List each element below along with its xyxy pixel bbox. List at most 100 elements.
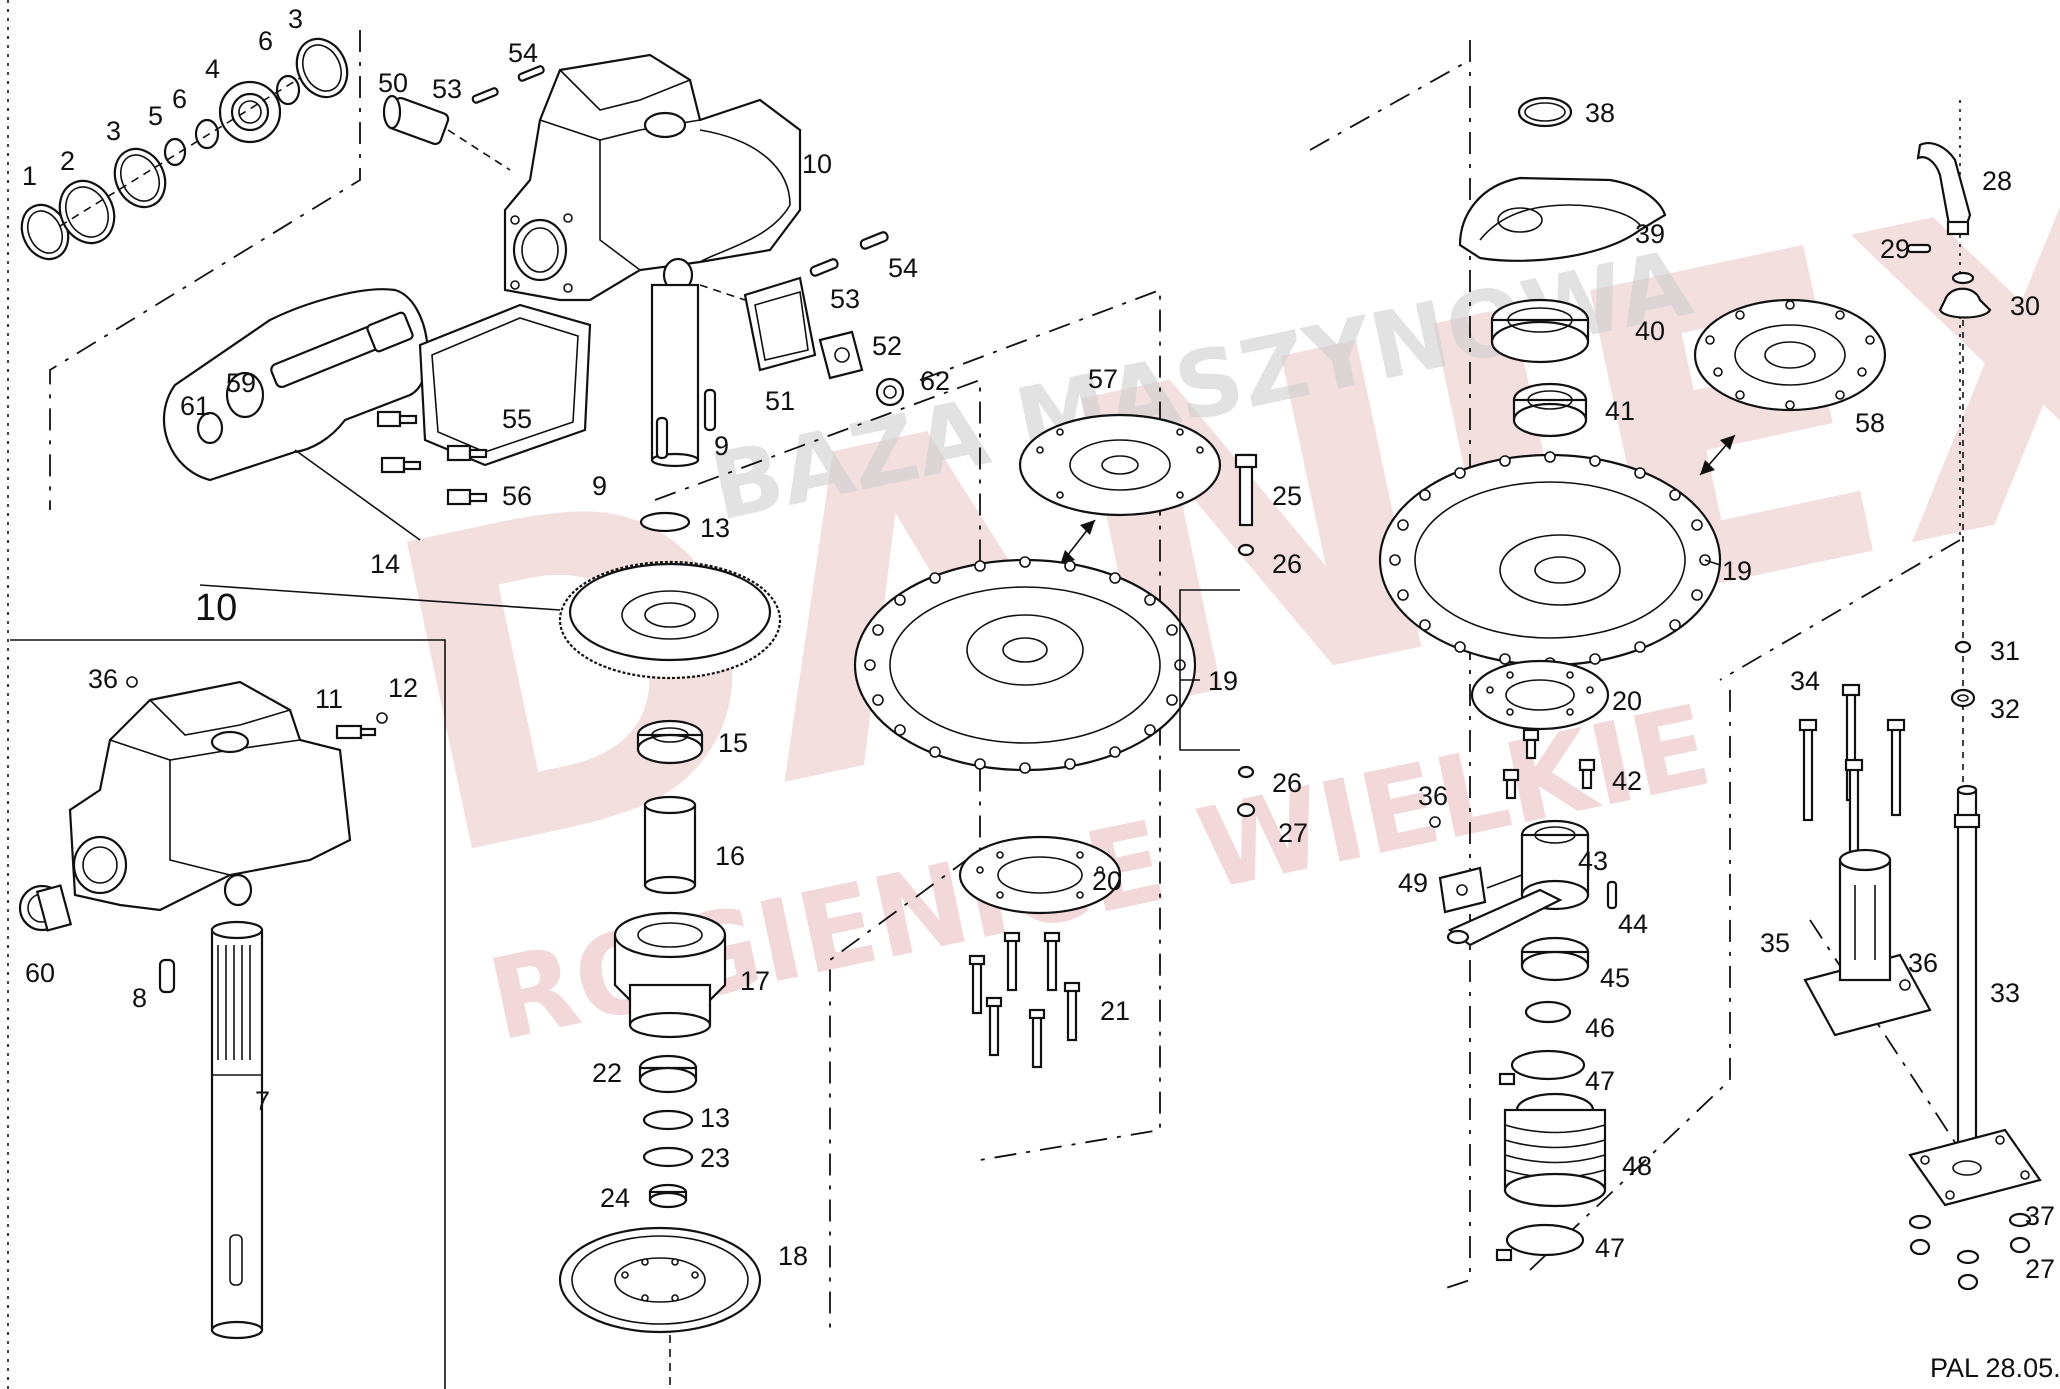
nut-52	[818, 330, 864, 380]
bolts-56	[376, 410, 488, 506]
callout-21: 21	[1100, 996, 1130, 1026]
callout-10: 10	[802, 149, 832, 179]
washer-26a	[1237, 543, 1255, 557]
callout-50: 50	[378, 68, 408, 98]
oring-13a	[639, 511, 691, 533]
callout-20a: 20	[1092, 866, 1122, 896]
callout-23: 23	[700, 1143, 730, 1173]
flange-58	[1693, 298, 1887, 412]
sleeve-16	[643, 795, 697, 895]
callout-9a: 9	[592, 471, 607, 501]
bearing-40	[1490, 298, 1590, 364]
bolts-21	[968, 931, 1081, 1069]
pin-54	[517, 65, 545, 82]
callout-labels: 1 2 3 5 6 4 6 3 50 53 54 10 54 53 52 51 …	[22, 4, 2055, 1284]
callout-56: 56	[502, 481, 532, 511]
callout-20b: 20	[1612, 686, 1642, 716]
seal-22	[638, 1054, 698, 1094]
cam-39	[1458, 176, 1667, 262]
block-49	[1438, 866, 1487, 914]
tube-28	[1916, 142, 1972, 236]
callout-36c: 36	[1908, 948, 1938, 978]
plate-19a-holes	[864, 556, 1186, 774]
callout-27a: 27	[1278, 818, 1308, 848]
callout-35: 35	[1760, 928, 1790, 958]
pin-29	[1906, 243, 1932, 254]
plug-36b	[1429, 816, 1441, 828]
disc-18	[558, 1226, 762, 1334]
inset-border	[10, 639, 446, 1389]
callout-43: 43	[1578, 846, 1608, 876]
callout-12: 12	[388, 673, 418, 703]
callout-46: 46	[1585, 1013, 1615, 1043]
gasket-20b	[1470, 659, 1610, 731]
pin-53b	[809, 258, 839, 277]
callout-44: 44	[1618, 909, 1648, 939]
callout-45: 45	[1600, 963, 1630, 993]
callout-53: 53	[432, 74, 462, 104]
inset-title: 10	[195, 587, 237, 629]
ring-3b	[295, 37, 349, 99]
bushing-60	[18, 884, 73, 932]
key-9b	[703, 388, 717, 432]
screw-11	[335, 724, 377, 740]
bearing-4	[218, 80, 282, 144]
callout-2: 2	[60, 146, 75, 176]
callout-30: 30	[2010, 291, 2040, 321]
block-51	[743, 276, 817, 372]
callout-32: 32	[1990, 694, 2020, 724]
plate-19b	[1378, 451, 1722, 669]
gearbox-housing-10	[503, 53, 802, 302]
ring-6b	[275, 74, 301, 106]
arrow-58	[1699, 434, 1736, 476]
callout-26a: 26	[1272, 549, 1302, 579]
callout-49: 49	[1398, 868, 1428, 898]
callout-8: 8	[132, 983, 147, 1013]
arm-43	[1446, 888, 1563, 947]
clamp-47b	[1495, 1223, 1585, 1262]
callout-13b: 13	[700, 1103, 730, 1133]
ring-3	[113, 147, 167, 209]
clamp-47a	[1498, 1049, 1586, 1086]
callout-54b: 54	[888, 253, 918, 283]
callout-48: 48	[1622, 1151, 1652, 1181]
callout-53b: 53	[830, 284, 860, 314]
callout-60: 60	[25, 958, 55, 988]
callout-7: 7	[255, 1086, 270, 1116]
hub-17	[613, 911, 727, 1039]
cover-55	[418, 303, 592, 467]
callout-33: 33	[1990, 978, 2020, 1008]
sleeve-50	[382, 94, 450, 146]
plug-36a	[126, 676, 138, 688]
callout-22: 22	[592, 1058, 622, 1088]
callout-61: 61	[180, 391, 210, 421]
callout-6: 6	[172, 84, 187, 114]
seal-45	[1520, 936, 1590, 982]
plug-12	[376, 712, 388, 724]
washer-26b	[1237, 765, 1255, 779]
callout-13a: 13	[700, 513, 730, 543]
bearing-41	[1512, 382, 1588, 438]
bolt-25	[1234, 453, 1258, 527]
callout-3: 3	[106, 116, 121, 146]
callout-5: 5	[148, 101, 163, 131]
callout-19a: 19	[1208, 666, 1238, 696]
vertical-shaft	[650, 283, 700, 468]
shaft-assembly-14	[162, 288, 429, 482]
bolts-42	[1502, 728, 1596, 800]
callout-18: 18	[778, 1241, 808, 1271]
washer-31	[1954, 640, 1972, 654]
callout-16: 16	[715, 841, 745, 871]
callout-29: 29	[1880, 234, 1910, 264]
callout-47b: 47	[1595, 1233, 1625, 1263]
callout-1: 1	[22, 161, 37, 191]
callout-58: 58	[1855, 408, 1885, 438]
callout-41: 41	[1605, 396, 1635, 426]
crown-gear	[558, 560, 782, 680]
leader-lines	[199, 559, 1721, 681]
callout-4: 4	[205, 54, 220, 84]
callout-51: 51	[765, 386, 795, 416]
flange-57	[1018, 413, 1222, 517]
base-plate	[1908, 1128, 2042, 1207]
rod-33	[1953, 784, 1981, 1172]
